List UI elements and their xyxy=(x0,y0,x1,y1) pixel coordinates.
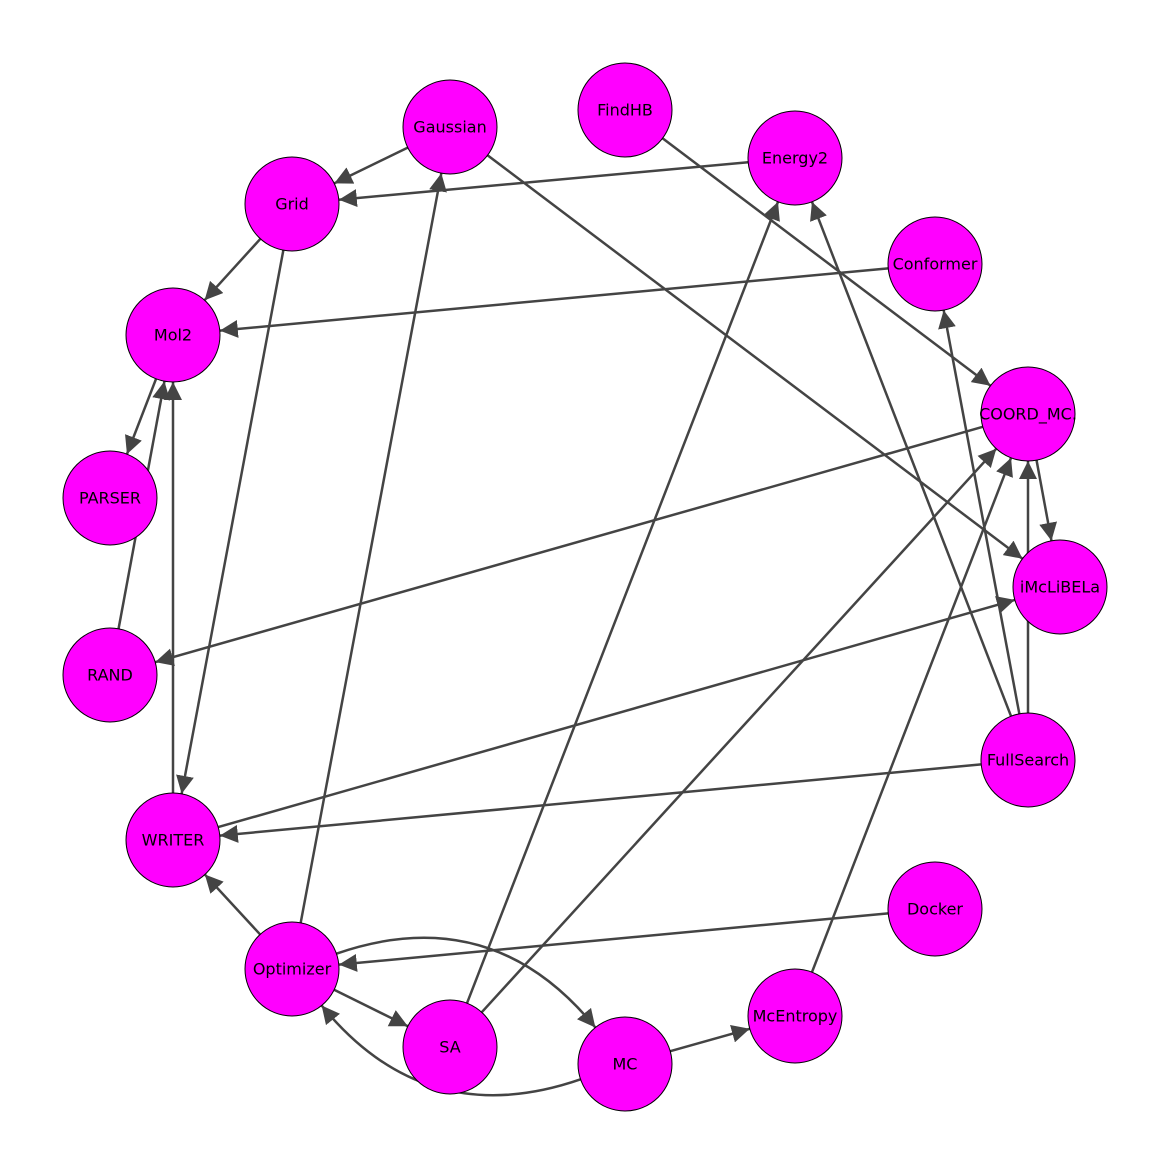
node-circle-gaussian[interactable] xyxy=(402,79,498,175)
node-label-grid: Grid xyxy=(275,195,309,214)
edge-coord-mc-to-imclibela xyxy=(1035,459,1058,542)
node-label-mc: MC xyxy=(613,1055,638,1074)
node-label-optimizer: Optimizer xyxy=(253,960,332,979)
node-circle-sa[interactable] xyxy=(402,999,498,1095)
edge-fullsearch-to-writer xyxy=(219,763,982,843)
node-label-mol2: Mol2 xyxy=(154,326,192,345)
node-circle-imclibela[interactable] xyxy=(1012,539,1108,635)
node-circle-mol2[interactable] xyxy=(125,287,221,383)
edge-docker-to-optimizer xyxy=(338,912,889,972)
node-label-findhb: FindHB xyxy=(597,101,653,120)
node-label-sa: SA xyxy=(439,1038,460,1057)
node-label-mcentropy: McEntropy xyxy=(753,1007,838,1026)
node-circle-mc[interactable] xyxy=(577,1016,673,1112)
edge-conformer-to-mol2 xyxy=(219,267,889,338)
node-circle-findhb[interactable] xyxy=(577,62,673,158)
node-writer[interactable]: WRITER xyxy=(125,792,221,888)
edge-mc-to-mcentropy xyxy=(669,1025,751,1053)
node-mcentropy[interactable]: McEntropy xyxy=(747,968,843,1064)
edge-grid-to-writer xyxy=(176,249,285,795)
node-parser[interactable]: PARSER xyxy=(62,450,158,546)
edge-gaussian-to-grid xyxy=(333,146,409,185)
edge-sa-to-energy2 xyxy=(465,201,780,1004)
node-conformer[interactable]: Conformer xyxy=(887,216,983,312)
edge-optimizer-to-writer xyxy=(203,873,262,936)
node-circle-grid[interactable] xyxy=(244,156,340,252)
node-coord-mc[interactable]: COORD_MC. xyxy=(979,366,1077,462)
edge-sa-to-coord-mc xyxy=(480,447,998,1014)
node-docker[interactable]: Docker xyxy=(887,861,983,957)
node-circle-mcentropy[interactable] xyxy=(747,968,843,1064)
node-fullsearch[interactable]: FullSearch xyxy=(980,712,1076,808)
node-label-parser: PARSER xyxy=(79,489,141,508)
node-label-writer: WRITER xyxy=(142,831,205,850)
node-label-docker: Docker xyxy=(907,900,963,919)
node-circle-docker[interactable] xyxy=(887,861,983,957)
edge-gaussian-to-imclibela xyxy=(486,154,1024,560)
edge-grid-to-mol2 xyxy=(203,237,262,302)
node-label-conformer: Conformer xyxy=(893,255,978,274)
edge-optimizer-to-sa xyxy=(333,988,409,1028)
edge-fullsearch-to-energy2 xyxy=(810,201,1013,717)
node-circle-conformer[interactable] xyxy=(887,216,983,312)
edge-writer-to-imclibela xyxy=(217,596,1016,829)
edge-findhb-to-coord-mc xyxy=(661,137,992,387)
node-label-gaussian: Gaussian xyxy=(413,118,486,137)
node-gaussian[interactable]: Gaussian xyxy=(402,79,498,175)
node-imclibela[interactable]: iMcLiBELa xyxy=(1012,539,1108,635)
edge-optimizer-to-gaussian xyxy=(299,172,447,924)
node-grid[interactable]: Grid xyxy=(244,156,340,252)
node-circle-fullsearch[interactable] xyxy=(980,712,1076,808)
node-circle-parser[interactable] xyxy=(62,450,158,546)
nodes-layer: Gaussian FindHB Energy2GridConformerMol2CO… xyxy=(62,62,1108,1112)
node-circle-writer[interactable] xyxy=(125,792,221,888)
edge-energy2-to-grid xyxy=(338,161,749,208)
edge-mol2-to-parser xyxy=(125,378,158,455)
node-optimizer[interactable]: Optimizer xyxy=(244,921,340,1017)
node-circle-optimizer[interactable] xyxy=(244,921,340,1017)
node-sa[interactable]: SA xyxy=(402,999,498,1095)
node-label-fullsearch: FullSearch xyxy=(987,751,1069,770)
node-circle-coord-mc[interactable] xyxy=(980,366,1076,462)
node-label-rand: RAND xyxy=(87,666,133,685)
node-findhb[interactable]: FindHB xyxy=(577,62,673,158)
node-label-imclibela: iMcLiBELa xyxy=(1020,578,1100,597)
node-circle-rand[interactable] xyxy=(62,627,158,723)
node-label-coord-mc: COORD_MC. xyxy=(979,405,1077,425)
node-energy2[interactable]: Energy2 xyxy=(747,110,843,206)
edge-fullsearch-to-conformer xyxy=(938,309,1021,715)
edge-mcentropy-to-coord-mc xyxy=(810,457,1013,973)
node-circle-energy2[interactable] xyxy=(747,110,843,206)
edge-coord-mc-to-rand xyxy=(154,425,984,666)
node-mol2[interactable]: Mol2 xyxy=(125,287,221,383)
edge-optimizer-to-mc xyxy=(336,936,597,1029)
node-label-energy2: Energy2 xyxy=(762,149,828,168)
node-mc[interactable]: MC xyxy=(577,1016,673,1112)
node-rand[interactable]: RAND xyxy=(62,627,158,723)
